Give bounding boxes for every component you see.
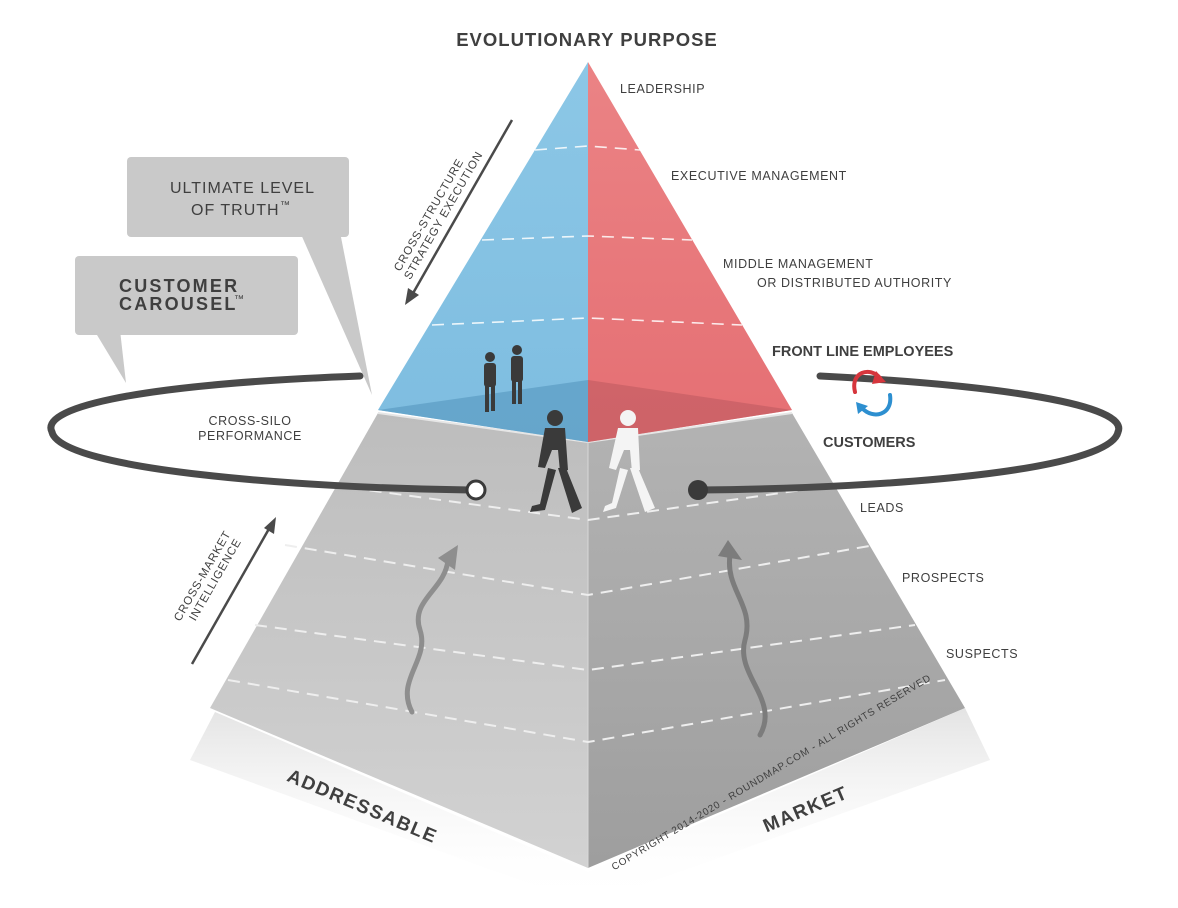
diagram-title: EVOLUTIONARY PURPOSE: [456, 29, 718, 50]
callout-truth-line2: OF TRUTH: [191, 202, 280, 219]
callout-carousel-line2: CAROUSEL: [119, 294, 238, 314]
base-shadow: [190, 708, 990, 905]
top-floor-left: [378, 380, 588, 442]
callout-truth-line1: ULTIMATE LEVEL: [170, 180, 315, 197]
carousel-ring-front-left: [48, 428, 474, 494]
callout-carousel-tm: ™: [234, 294, 244, 305]
level-suspects: SUSPECTS: [946, 647, 1018, 661]
silo-label-line2: PERFORMANCE: [198, 429, 302, 443]
people-upper-icon: [484, 345, 523, 412]
callout-truth-tm: ™: [280, 200, 290, 211]
strategy-arrow-icon: [405, 119, 514, 305]
ring-filled-node: [688, 480, 708, 500]
label-customers: CUSTOMERS: [823, 435, 916, 451]
carousel-ring-front-right: [696, 428, 1122, 494]
level-leadership: LEADERSHIP: [620, 82, 705, 96]
top-left-face: [378, 62, 588, 442]
rising-arrow-left-icon: [404, 545, 458, 715]
base-left-face: [210, 413, 588, 868]
top-right-face: [588, 62, 792, 442]
intelligence-label: CROSS-MARKET INTELLIGENCE: [172, 529, 244, 624]
walker-light-icon: [603, 410, 655, 512]
walker-dark-icon: [530, 410, 582, 513]
level-distributed-authority: OR DISTRIBUTED AUTHORITY: [757, 276, 952, 290]
level-executive-management: EXECUTIVE MANAGEMENT: [671, 169, 847, 183]
base-level-lines: [227, 484, 946, 744]
truth-callout: [127, 157, 372, 395]
carousel-callout: [75, 256, 298, 383]
label-front-line-employees: FRONT LINE EMPLOYEES: [772, 344, 954, 360]
ring-open-node: [465, 479, 487, 501]
level-prospects: PROSPECTS: [902, 571, 985, 585]
level-middle-management: MIDDLE MANAGEMENT: [723, 257, 874, 271]
callout-carousel-line1: CUSTOMER: [119, 276, 239, 296]
carousel-ring-back: [47, 372, 1123, 436]
rising-arrow-right-icon: [718, 540, 768, 738]
rotation-arrows-icon: [852, 369, 893, 417]
silo-label-line1: CROSS-SILO: [208, 414, 291, 428]
top-floor-right: [588, 380, 792, 442]
top-level-lines: [431, 145, 743, 326]
level-leads: LEADS: [860, 501, 904, 515]
base-right-face: [588, 413, 965, 868]
intelligence-arrow-icon: [190, 517, 276, 665]
svg-text:CROSS-STRUCTURE: CROSS-STRUCTURE: [392, 157, 466, 274]
